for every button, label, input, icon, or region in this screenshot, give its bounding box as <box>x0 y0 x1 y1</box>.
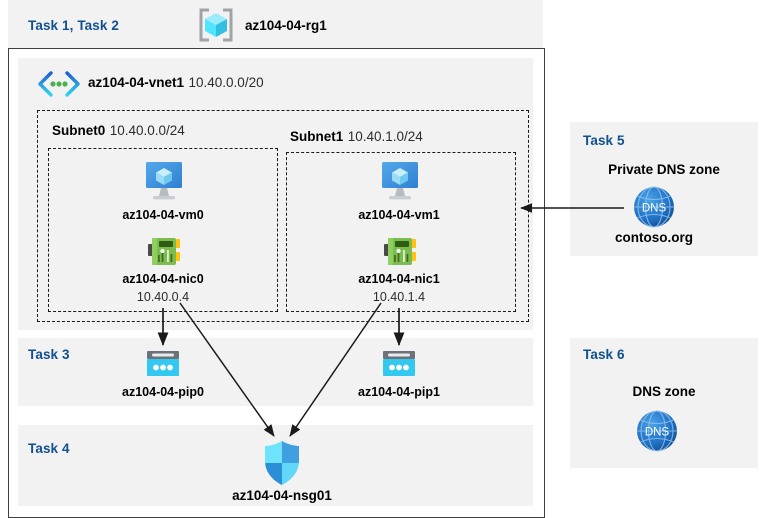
dns-zone-icon: DNS <box>634 408 680 454</box>
nic1-label: az104-04-nic1 <box>358 272 440 286</box>
task-label-1-2: Task 1, Task 2 <box>28 18 119 33</box>
subnet1-box <box>286 152 516 312</box>
nsg-label: az104-04-nsg01 <box>232 488 332 503</box>
pip0-label: az104-04-pip0 <box>122 385 204 399</box>
subnets-container <box>37 110 529 322</box>
svg-text:DNS: DNS <box>642 203 667 215</box>
virtual-machine-icon <box>139 160 189 202</box>
subnet0-title-group: Subnet0 10.40.0.0/24 <box>52 122 185 140</box>
nic1-ip: 10.40.1.4 <box>372 290 426 304</box>
dns-zone-title: DNS zone <box>632 384 696 399</box>
subnet1-cidr: 10.40.1.0/24 <box>347 129 423 144</box>
public-ip-address-icon <box>144 349 182 379</box>
task-label-5: Task 5 <box>583 133 625 148</box>
vnet-panel <box>18 58 533 330</box>
private-dns-zone-name: contoso.org <box>615 230 693 245</box>
subnet0-cidr: 10.40.0.0/24 <box>109 123 185 138</box>
vnet-cidr: 10.40.0.0/20 <box>188 75 264 90</box>
subnet1-title-group: Subnet1 10.40.1.0/24 <box>290 128 423 146</box>
resource-group-icon <box>196 7 236 43</box>
nic0-label: az104-04-nic0 <box>122 272 204 286</box>
vm0-label: az104-04-vm0 <box>122 208 204 222</box>
network-interface-icon <box>146 236 182 268</box>
vm1-label: az104-04-vm1 <box>358 208 440 222</box>
public-ip-address-icon <box>380 349 418 379</box>
network-interface-icon <box>382 236 418 268</box>
task-label-4: Task 4 <box>28 441 70 456</box>
task5-panel <box>570 122 758 256</box>
private-dns-zone-title: Private DNS zone <box>608 162 720 177</box>
dns-zone-icon: DNS <box>631 184 677 230</box>
resource-group-name: az104-04-rg1 <box>245 18 327 33</box>
nic0-ip: 10.40.0.4 <box>136 290 190 304</box>
virtual-network-icon <box>36 70 82 98</box>
vnet-title-group: az104-04-vnet1 10.40.0.0/20 <box>88 74 264 92</box>
svg-text:DNS: DNS <box>645 427 670 439</box>
vnet-name: az104-04-vnet1 <box>88 75 185 90</box>
pip1-label: az104-04-pip1 <box>358 385 440 399</box>
task-label-3: Task 3 <box>28 347 70 362</box>
subnet0-name: Subnet0 <box>52 123 106 138</box>
subnet1-name: Subnet1 <box>290 129 344 144</box>
network-security-group-icon <box>262 440 302 486</box>
virtual-machine-icon <box>375 160 425 202</box>
task-label-6: Task 6 <box>583 347 625 362</box>
resource-group-header-panel <box>8 0 543 48</box>
task3-panel <box>18 338 533 406</box>
